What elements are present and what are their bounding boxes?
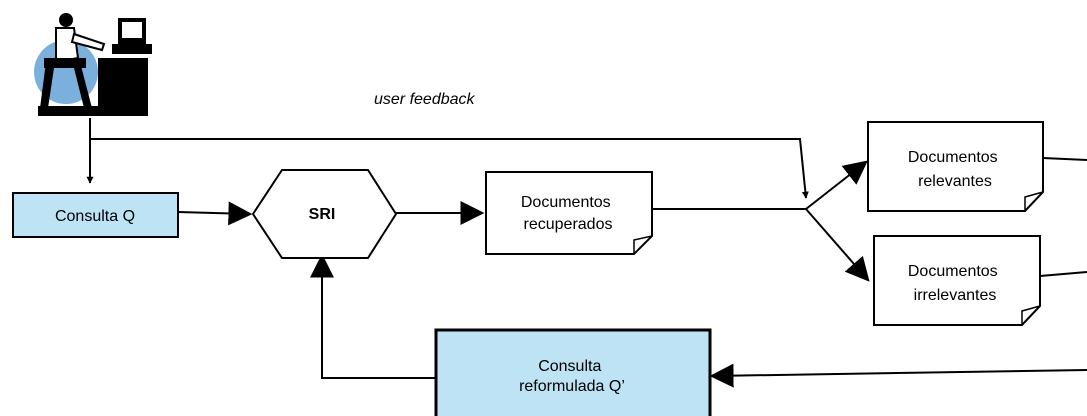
svg-text:Documentos irrelevantes: Documentos irrelevantes bbox=[908, 263, 1002, 304]
user-feedback-label: user feedback bbox=[374, 91, 476, 108]
relevant-documents-box: Documentos relevantes bbox=[867, 121, 1044, 212]
reformulated-label-line2: reformulada Q’ bbox=[519, 378, 625, 395]
irrelevant-label-line2: irrelevantes bbox=[914, 287, 997, 304]
relevant-label-line2: relevantes bbox=[918, 173, 992, 190]
query-box: Consulta Q bbox=[12, 192, 179, 238]
reformulated-label-line1: Consulta bbox=[538, 358, 601, 375]
sri-hexagon: SRI bbox=[251, 169, 398, 259]
retrieved-label-line1: Documentos bbox=[521, 194, 611, 211]
retrieved-label-line2: recuperados bbox=[524, 216, 613, 233]
irrelevant-label-line1: Documentos bbox=[908, 263, 998, 280]
irrelevant-documents-box: Documentos irrelevantes bbox=[873, 235, 1041, 326]
reformulated-query-box: Consulta reformulada Q’ bbox=[434, 328, 712, 416]
connectors bbox=[86, 118, 1087, 388]
query-label: Consulta Q bbox=[55, 208, 135, 225]
svg-text:Documentos recuperados: Documentos recuperados bbox=[521, 194, 615, 233]
svg-text:Documentos relevantes: Documentos relevantes bbox=[908, 149, 1002, 190]
svg-text:Consulta reformulada Q’: Consulta reformulada Q’ bbox=[519, 358, 625, 395]
relevant-label-line1: Documentos bbox=[908, 149, 998, 166]
retrieved-documents-box: Documentos recuperados bbox=[485, 171, 653, 255]
sri-label: SRI bbox=[309, 206, 336, 223]
user-computer-icon bbox=[34, 13, 152, 116]
